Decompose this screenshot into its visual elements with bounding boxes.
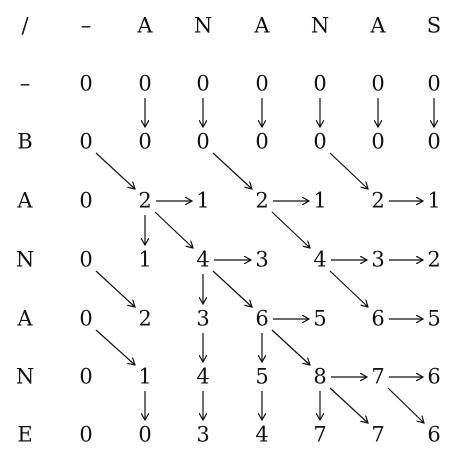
matrix-cell: 2 xyxy=(255,188,269,213)
arrow-diag xyxy=(387,387,424,423)
arrow-diag xyxy=(329,152,368,189)
matrix-cell: 6 xyxy=(427,364,441,389)
matrix-cell: 0 xyxy=(138,71,152,96)
arrow-diag xyxy=(95,270,135,307)
column-header: S xyxy=(426,13,442,38)
arrow-diag xyxy=(329,387,368,423)
column-header: A xyxy=(254,13,270,38)
matrix-cell: 3 xyxy=(371,247,385,272)
matrix-cell: 5 xyxy=(313,306,327,331)
matrix-cell: 3 xyxy=(255,247,269,272)
matrix-cell: 0 xyxy=(138,129,152,154)
matrix-cell: 0 xyxy=(313,129,327,154)
matrix-cell: 6 xyxy=(371,306,385,331)
matrix-cell: 6 xyxy=(427,422,441,447)
row-header: B xyxy=(17,129,33,154)
matrix-cell: 1 xyxy=(138,247,152,272)
matrix-cell: 0 xyxy=(79,188,93,213)
matrix-cell: 5 xyxy=(255,364,269,389)
arrow-diag xyxy=(212,270,252,307)
arrow-diag xyxy=(271,329,310,365)
matrix-cell: 2 xyxy=(138,188,152,213)
column-header: – xyxy=(80,13,92,38)
matrix-cell: 6 xyxy=(255,306,269,331)
row-header: A xyxy=(17,306,33,331)
matrix-cell: 0 xyxy=(79,71,93,96)
matrix-cell: 0 xyxy=(427,71,441,96)
matrix-cell: 0 xyxy=(255,71,269,96)
matrix-cell: 0 xyxy=(196,71,210,96)
matrix-cell: 0 xyxy=(79,422,93,447)
arrow-diag xyxy=(95,329,135,365)
matrix-cell: 3 xyxy=(196,422,210,447)
matrix-cell: 4 xyxy=(255,422,269,447)
matrix-cell: 0 xyxy=(313,71,327,96)
column-header: A xyxy=(137,13,153,38)
matrix-cell: 3 xyxy=(196,306,210,331)
row-header: – xyxy=(19,71,31,96)
arrow-diag xyxy=(329,270,368,307)
matrix-cell: 7 xyxy=(371,364,385,389)
matrix-cell: 0 xyxy=(138,422,152,447)
matrix-cell: 4 xyxy=(196,247,210,272)
matrix-cell: 1 xyxy=(138,364,152,389)
matrix-cell: 2 xyxy=(371,188,385,213)
matrix-cell: 0 xyxy=(371,129,385,154)
matrix-cell: 0 xyxy=(79,129,93,154)
matrix-cell: 0 xyxy=(196,129,210,154)
matrix-cell: 5 xyxy=(427,306,441,331)
corner-label: / xyxy=(21,13,29,38)
row-header: N xyxy=(15,247,35,272)
matrix-cell: 4 xyxy=(196,364,210,389)
arrow-diag xyxy=(95,152,135,189)
matrix-cell: 8 xyxy=(313,364,327,389)
column-header: N xyxy=(310,13,330,38)
row-header: E xyxy=(17,422,33,447)
matrix-cell: 0 xyxy=(79,306,93,331)
matrix-cell: 4 xyxy=(313,247,327,272)
matrix-cell: 2 xyxy=(138,306,152,331)
matrix-cell: 0 xyxy=(255,129,269,154)
column-header: N xyxy=(193,13,213,38)
matrix-cell: 2 xyxy=(427,247,441,272)
matrix-cell: 1 xyxy=(427,188,441,213)
matrix-cell: 1 xyxy=(313,188,327,213)
matrix-cell: 0 xyxy=(79,364,93,389)
row-header: A xyxy=(17,188,33,213)
matrix-cell: 0 xyxy=(79,247,93,272)
matrix-cell: 7 xyxy=(371,422,385,447)
matrix-cell: 1 xyxy=(196,188,210,213)
row-header: N xyxy=(15,364,35,389)
column-header: A xyxy=(370,13,386,38)
matrix-cell: 0 xyxy=(371,71,385,96)
arrow-diag xyxy=(154,211,193,248)
matrix-cell: 7 xyxy=(313,422,327,447)
arrow-diag xyxy=(271,211,310,248)
arrow-diag xyxy=(212,152,252,189)
matrix-cell: 0 xyxy=(427,129,441,154)
